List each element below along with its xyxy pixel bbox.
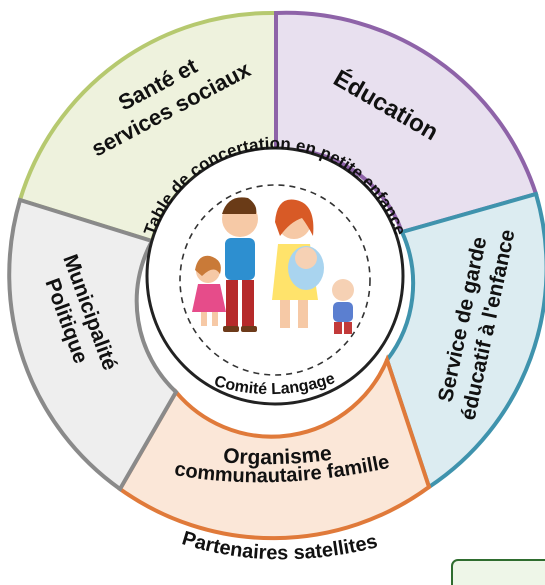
outer-ring — [7, 10, 545, 541]
segment-service-de-garde — [384, 191, 545, 491]
dashed-ring — [179, 184, 371, 376]
segment-education — [274, 10, 539, 235]
organisme-line-1: Organisme — [223, 442, 333, 469]
family-illustration-icon — [192, 197, 354, 334]
segment-organisme-communautaire — [117, 354, 432, 541]
corner-tab — [451, 559, 545, 585]
segment-municipalite-politique — [7, 197, 179, 492]
